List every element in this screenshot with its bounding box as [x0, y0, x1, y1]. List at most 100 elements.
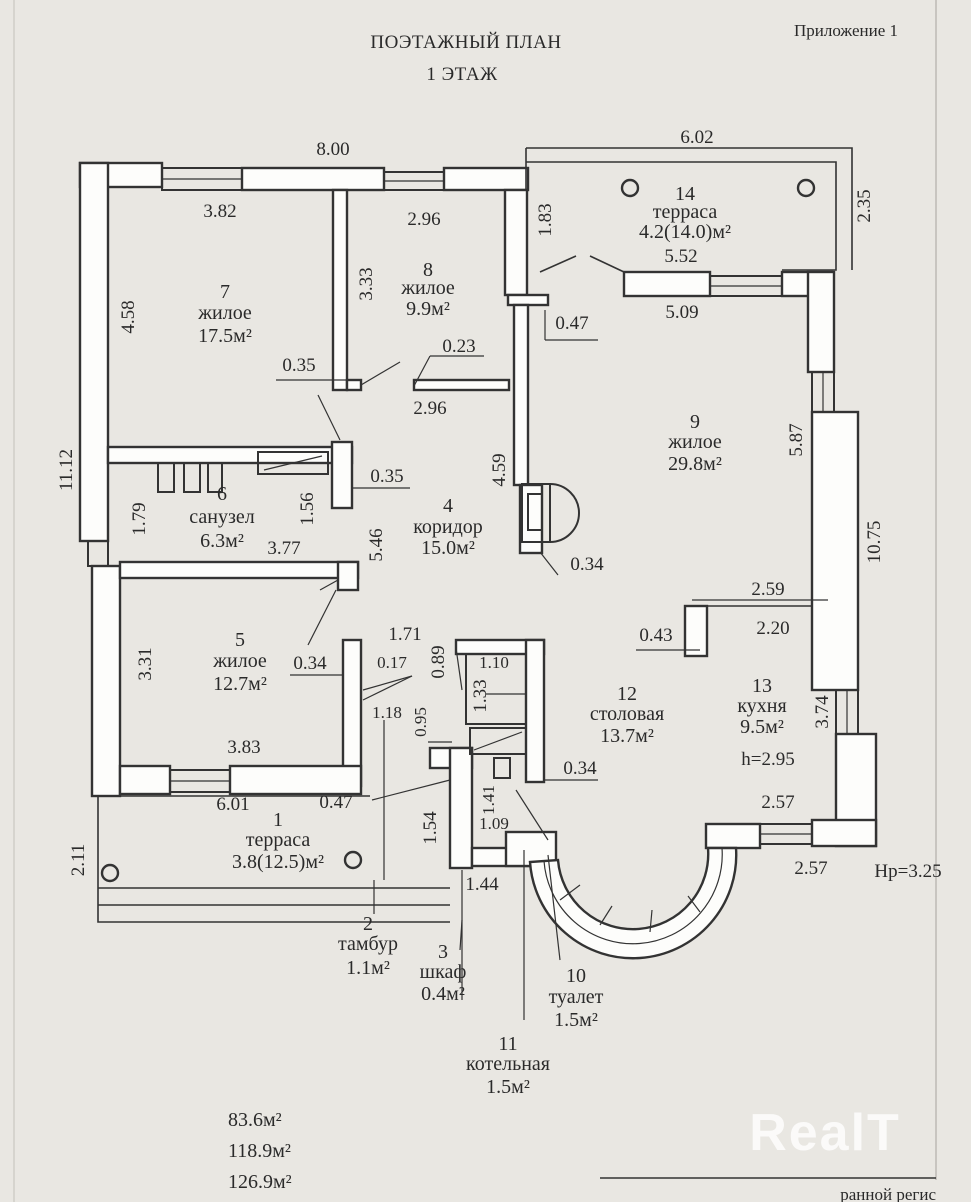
dimension-labels: 8.00 6.02 3.82 2.96 1.83 2.35 5.52 4.58 …	[56, 127, 942, 895]
dim-141: 1.41	[479, 785, 498, 815]
room-2-name: тамбур	[338, 933, 398, 955]
dim-118: 1.18	[372, 703, 402, 722]
dim-room8-height: 3.33	[356, 267, 377, 300]
plan-title: ПОЭТАЖНЫЙ ПЛАН	[370, 32, 561, 53]
dim-room7-height: 4.58	[118, 300, 139, 333]
dim-room7-width: 3.82	[203, 201, 236, 222]
dim-room8-bottom: 2.96	[413, 398, 446, 419]
dim-corridor-height: 4.59	[489, 453, 510, 486]
terrace-14-outline	[525, 147, 853, 273]
room-labels: 7 жилое 17.5м² 8 жилое 9.9м² 14 терраса …	[189, 183, 786, 1098]
room-2-number: 2	[363, 913, 373, 935]
room-5-name: жилое	[212, 650, 267, 672]
room-1-name: терраса	[246, 829, 311, 851]
floor-label: 1 ЭТАЖ	[426, 64, 498, 85]
dim-bath-height: 1.79	[129, 502, 150, 535]
dim-room9-width: 5.09	[665, 302, 698, 323]
dim-room9-height: 5.87	[786, 423, 807, 456]
room-8-area: 9.9м²	[406, 298, 450, 320]
room-3-area: 0.4м²	[421, 983, 465, 1005]
room-6-name: санузел	[189, 506, 254, 528]
room-4-name: коридор	[413, 516, 483, 538]
dim-257-lower: 2.57	[794, 858, 827, 879]
room-11-name: котельная	[466, 1053, 550, 1075]
dim-terrace-depth: 1.83	[535, 203, 556, 236]
room-12-area: 13.7м²	[600, 725, 654, 747]
room-3-number: 3	[438, 941, 448, 963]
dim-terrace-width: 6.02	[680, 127, 713, 148]
room-10-number: 10	[566, 965, 586, 987]
dim-171: 1.71	[388, 624, 421, 645]
total-area: 118.9м²	[228, 1140, 291, 1162]
dim-154: 1.54	[420, 811, 441, 845]
room-11-area: 1.5м²	[486, 1076, 530, 1098]
dim-156: 1.56	[297, 492, 318, 525]
realt-watermark: RealT	[749, 1104, 901, 1162]
room-9-area: 29.8м²	[668, 453, 722, 475]
dim-room5-width: 3.83	[227, 737, 260, 758]
room-7-name: жилое	[197, 302, 252, 324]
room-2-area: 1.1м²	[346, 957, 390, 979]
room-1-number: 1	[273, 809, 283, 831]
dim-kitchen-height: 3.74	[812, 695, 833, 729]
dim-terrace-inner: 5.52	[664, 246, 697, 267]
dim-035-upper: 0.35	[282, 355, 315, 376]
room-13-number: 13	[752, 675, 772, 697]
room-13-area: 9.5м²	[740, 716, 784, 738]
room-8-number: 8	[423, 259, 433, 281]
dim-terrace-right: 2.35	[854, 189, 875, 222]
room-8-name: жилое	[400, 277, 455, 299]
room-6-area: 6.3м²	[200, 530, 244, 552]
room-13-name: кухня	[737, 695, 786, 717]
room-10-area: 1.5м²	[554, 1009, 598, 1031]
footer-text-fragment: ранной регис	[840, 1185, 936, 1202]
dim-017: 0.17	[377, 653, 407, 672]
dim-left-total: 11.12	[56, 449, 77, 491]
room-1-area: 3.8(12.5)м²	[232, 851, 324, 873]
dim-terrace1-depth: 2.11	[68, 844, 89, 877]
dim-top-left-width: 8.00	[316, 139, 349, 160]
dim-133: 1.33	[470, 679, 491, 712]
room-5-area: 12.7м²	[213, 673, 267, 695]
room-12-number: 12	[617, 683, 637, 705]
room-14-name: терраса	[653, 201, 718, 223]
dim-220: 2.20	[756, 618, 789, 639]
dim-259: 2.59	[751, 579, 784, 600]
room-3-name: шкаф	[420, 961, 467, 983]
dim-095: 0.95	[411, 707, 430, 737]
dim-034-dining: 0.34	[563, 758, 597, 779]
dim-room5-height: 3.31	[135, 647, 156, 680]
dim-034-fireplace: 0.34	[570, 554, 604, 575]
room-10-name: туалет	[549, 986, 604, 1008]
total-area-with-terraces: 126.9м²	[228, 1171, 292, 1193]
terrace-1-outline	[97, 795, 450, 923]
room-5-number: 5	[235, 629, 245, 651]
room-4-number: 4	[443, 495, 453, 517]
room-14-area: 4.2(14.0)м²	[639, 221, 731, 243]
dim-right-total: 10.75	[864, 521, 885, 564]
area-totals: 83.6м² 118.9м² 126.9м²	[228, 1109, 292, 1193]
total-living-area: 83.6м²	[228, 1109, 282, 1131]
room-7-number: 7	[220, 281, 230, 303]
dim-corridor-length: 5.46	[366, 528, 387, 561]
dim-257-upper: 2.57	[761, 792, 794, 813]
dim-043: 0.43	[639, 625, 672, 646]
appendix-label: Приложение 1	[794, 21, 898, 40]
room-12-name: столовая	[590, 703, 664, 725]
room-9-name: жилое	[667, 431, 722, 453]
dim-bath-width: 3.77	[267, 538, 300, 559]
dim-089: 0.89	[428, 645, 449, 678]
dim-047-top: 0.47	[555, 313, 588, 334]
room-14-number: 14	[675, 183, 695, 205]
room-6-number: 6	[217, 483, 227, 505]
room-11-number: 11	[498, 1033, 517, 1055]
dim-terrace1-width: 6.01	[216, 794, 249, 815]
dim-035-lower: 0.35	[370, 466, 403, 487]
dim-023: 0.23	[442, 336, 475, 357]
dim-144: 1.44	[465, 874, 499, 895]
room-7-area: 17.5м²	[198, 325, 252, 347]
room-9-number: 9	[690, 411, 700, 433]
dim-034-room5: 0.34	[293, 653, 327, 674]
dim-047-bottom: 0.47	[319, 792, 352, 813]
